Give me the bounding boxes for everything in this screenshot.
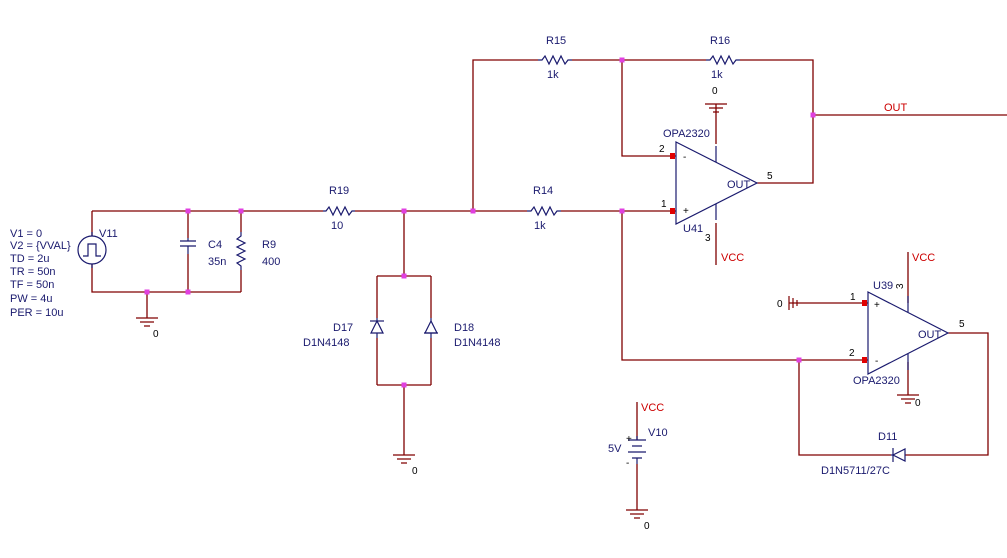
u41-plus: + — [683, 206, 689, 217]
d18-value: D1N4148 — [454, 337, 500, 349]
ground-symbol-1 — [136, 317, 158, 327]
v11-ref: V11 — [99, 228, 118, 240]
resistor-r9[interactable] — [235, 232, 247, 270]
r16-value: 1k — [711, 69, 723, 81]
u41-pin-out: 5 — [767, 171, 773, 182]
svg-text:TR = 50n: TR = 50n — [10, 266, 56, 278]
c4-value: 35n — [208, 256, 226, 268]
r9-ref: R9 — [262, 239, 276, 251]
source-params: V1 = 0 V2 = {VVAL} TD = 2u TR = 50n TF =… — [10, 228, 71, 319]
d11-ref: D11 — [878, 431, 897, 443]
u39-pin-inv: 2 — [849, 348, 855, 359]
gnd-label-4: 0 — [915, 398, 921, 409]
svg-text:PER = 10u: PER = 10u — [10, 307, 64, 319]
u39-minus: - — [875, 356, 878, 367]
v10-value: 5V — [608, 443, 622, 455]
v10-minus: - — [626, 458, 629, 469]
gnd-label-3: 0 — [712, 86, 718, 97]
u41-pin-supply: 3 — [705, 233, 711, 244]
u41-vcc-label: VCC — [721, 252, 744, 264]
resistor-r14[interactable] — [527, 205, 561, 217]
gnd-label-5: 0 — [644, 521, 650, 532]
dc-source-v10[interactable] — [628, 436, 646, 464]
diode-d11[interactable] — [891, 448, 906, 462]
opamp-u39[interactable] — [862, 291, 950, 375]
u39-pin-supply: 3 — [895, 283, 906, 289]
d17-ref: D17 — [333, 322, 353, 334]
r14-ref: R14 — [533, 185, 553, 197]
u41-pin-noninv: 1 — [661, 199, 667, 210]
u39-ref: U39 — [873, 280, 893, 292]
v10-ref: V10 — [648, 427, 668, 439]
u39-out-label: OUT — [918, 329, 942, 341]
svg-text:V2 = {VVAL}: V2 = {VVAL} — [10, 240, 71, 252]
u41-pin-inv: 2 — [659, 144, 665, 155]
junction-dots — [144, 57, 816, 388]
gnd-label-2: 0 — [412, 466, 418, 477]
gnd-label-1: 0 — [153, 329, 159, 340]
ground-symbol-input — [788, 296, 799, 310]
capacitor-c4[interactable] — [180, 238, 196, 254]
resistor-r16[interactable] — [706, 54, 740, 66]
r19-ref: R19 — [329, 185, 349, 197]
r15-ref: R15 — [546, 35, 566, 47]
c4-ref: C4 — [208, 239, 222, 251]
u41-value: OPA2320 — [663, 128, 710, 140]
d17-value: D1N4148 — [303, 337, 349, 349]
diode-d17[interactable] — [370, 318, 384, 338]
resistor-r15[interactable] — [538, 54, 572, 66]
svg-text:V1 = 0: V1 = 0 — [10, 228, 42, 240]
u39-plus: + — [874, 300, 880, 311]
svg-text:PW = 4u: PW = 4u — [10, 293, 53, 305]
opamp-u41[interactable] — [670, 141, 759, 225]
d11-value: D1N5711/27C — [821, 465, 890, 477]
resistor-r19[interactable] — [323, 205, 355, 217]
u41-out-label: OUT — [727, 179, 751, 191]
svg-text:TF = 50n: TF = 50n — [10, 279, 54, 291]
svg-text:TD = 2u: TD = 2u — [10, 253, 49, 265]
u39-vcc-label: VCC — [912, 252, 935, 264]
r15-value: 1k — [547, 69, 559, 81]
out-net-label: OUT — [884, 102, 908, 114]
u39-input-gnd-label: 0 — [777, 299, 783, 310]
r9-value: 400 — [262, 256, 280, 268]
pulse-source-v11[interactable] — [77, 232, 107, 268]
r19-value: 10 — [331, 220, 343, 232]
diode-d18[interactable] — [424, 318, 438, 338]
d18-ref: D18 — [454, 322, 474, 334]
u41-minus: - — [683, 152, 686, 163]
ground-symbol-5 — [626, 509, 648, 519]
v10-vcc-label: VCC — [641, 402, 664, 414]
r16-ref: R16 — [710, 35, 730, 47]
wires — [91, 59, 1007, 510]
v10-plus: + — [626, 434, 632, 445]
u39-pin-out: 5 — [959, 319, 965, 330]
u39-pin-noninv: 1 — [850, 292, 856, 303]
ground-symbol-4 — [897, 394, 919, 404]
r14-value: 1k — [534, 220, 546, 232]
u41-ref: U41 — [683, 223, 703, 235]
u39-value: OPA2320 — [853, 375, 900, 387]
ground-symbol-2 — [393, 454, 415, 464]
ground-symbol-3 — [705, 103, 727, 113]
